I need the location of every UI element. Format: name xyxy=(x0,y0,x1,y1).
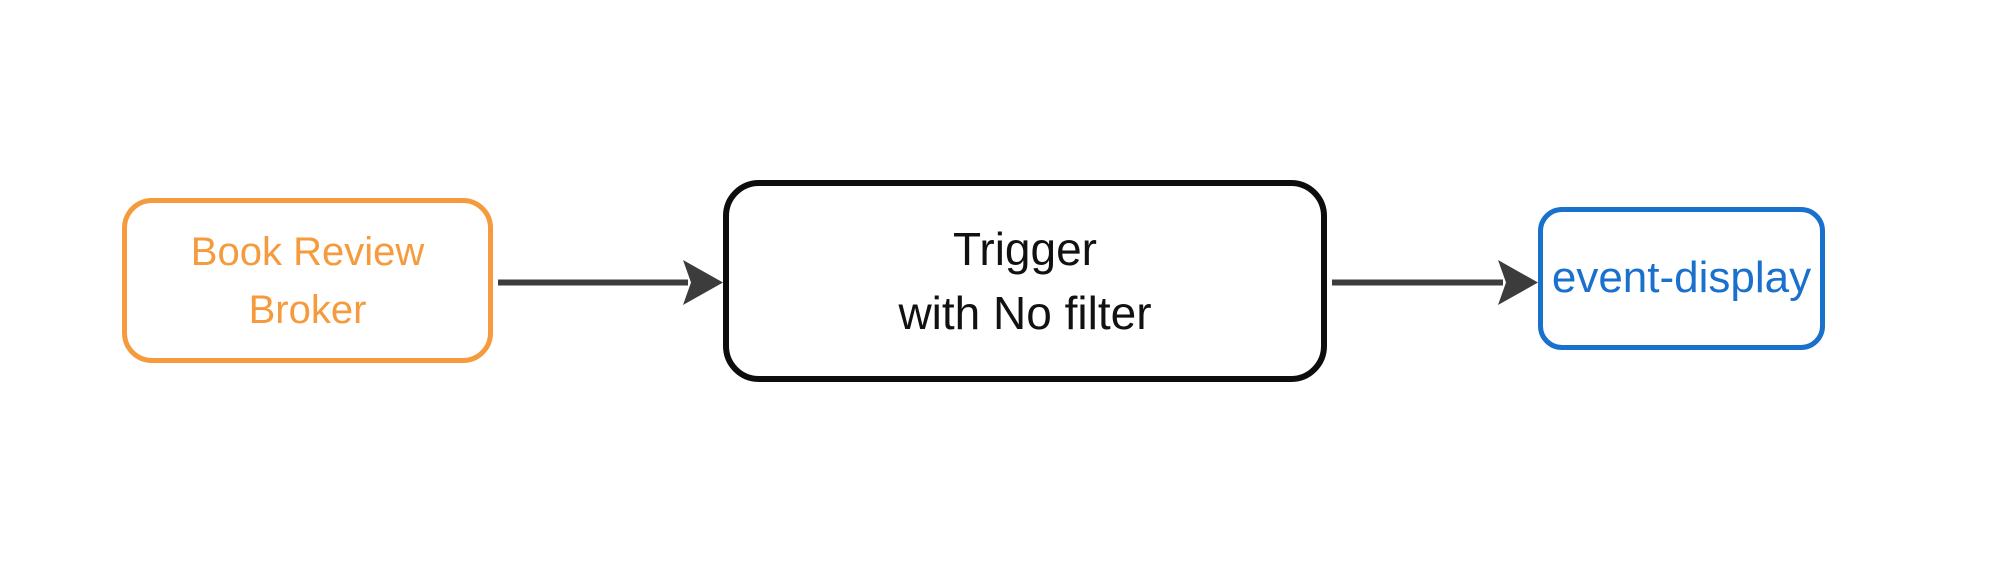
node-trigger-no-filter-label: Trigger with No filter xyxy=(898,222,1152,339)
arrow-broker-to-trigger xyxy=(498,260,723,305)
node-event-display: event-display xyxy=(1538,207,1825,350)
node-trigger-no-filter: Trigger with No filter xyxy=(723,180,1327,382)
arrow-trigger-to-sink xyxy=(1332,260,1538,305)
node-event-display-label: event-display xyxy=(1551,253,1812,303)
node-book-review-broker-label: Book Review Broker xyxy=(190,229,425,332)
node-book-review-broker: Book Review Broker xyxy=(122,198,493,363)
